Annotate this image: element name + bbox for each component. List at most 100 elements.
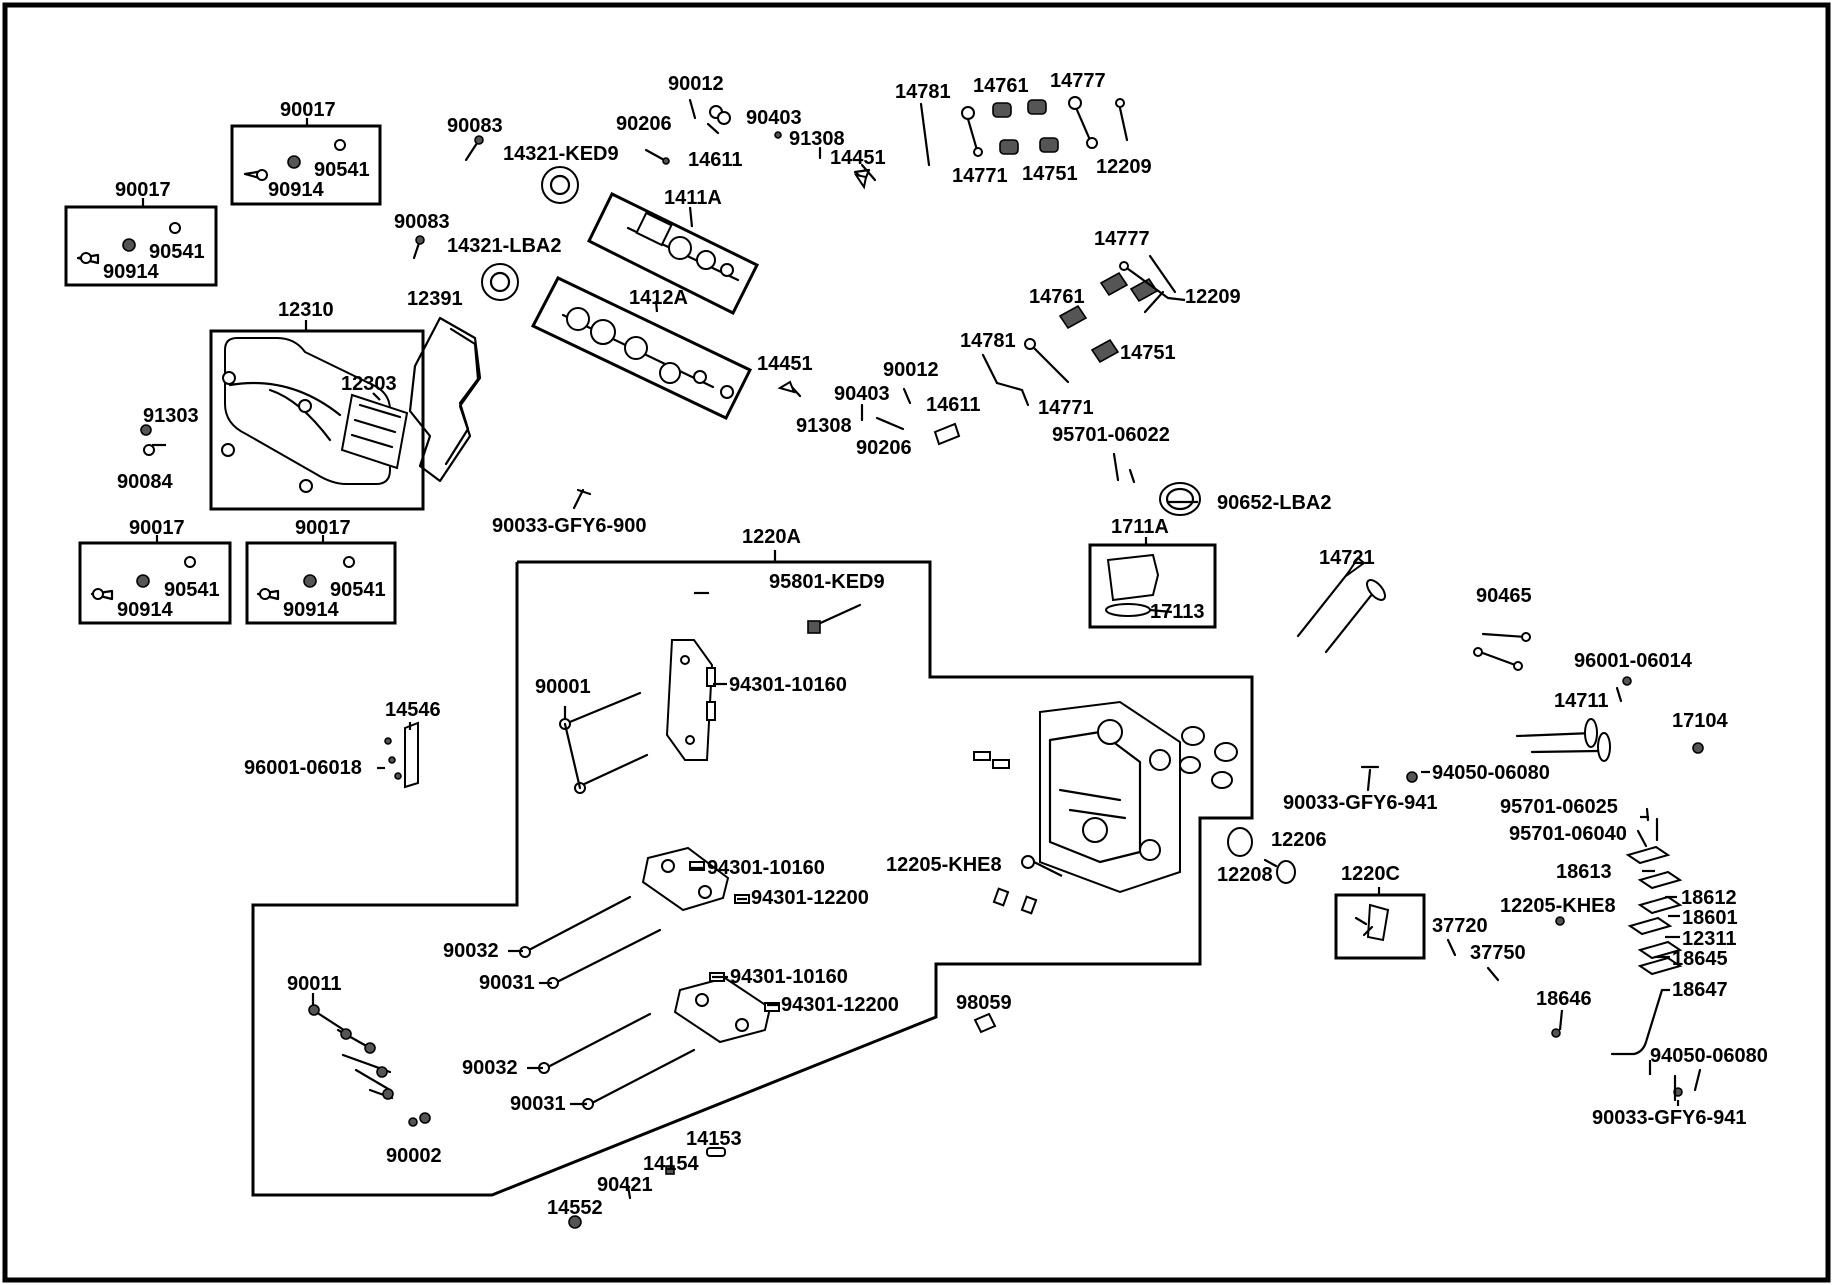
label-90914-b: 90914: [103, 261, 159, 283]
label-90083-b: 90083: [394, 211, 450, 233]
label-90011: 90011: [287, 973, 342, 995]
label-95701-06022: 95701-06022: [1052, 424, 1170, 446]
label-12205-khe8-a: 12205-KHE8: [886, 854, 1002, 876]
label-1220c: 1220C: [1341, 863, 1400, 885]
label-90914-a: 90914: [268, 179, 324, 201]
label-14321-lba2: 14321-LBA2: [447, 235, 562, 257]
label-95701-06040: 95701-06040: [1509, 823, 1627, 845]
label-94301-12200-a: 94301-12200: [751, 887, 869, 909]
label-90017-c: 90017: [129, 517, 185, 539]
label-90033-gfy6-941-b: 90033-GFY6-941: [1592, 1107, 1747, 1129]
kit-box-90017-c: [78, 535, 232, 625]
label-12209-a: 12209: [1096, 156, 1152, 178]
label-14751-a: 14751: [1022, 163, 1078, 185]
label-90541-a: 90541: [314, 159, 370, 181]
label-1711a: 1711A: [1111, 516, 1169, 538]
kit-box-90017-d: [245, 535, 397, 625]
label-90012-b: 90012: [883, 359, 939, 381]
label-37720: 37720: [1432, 915, 1488, 937]
label-90084: 90084: [117, 471, 173, 493]
label-17113: 17113: [1150, 601, 1205, 623]
label-96001-06018: 96001-06018: [244, 757, 362, 779]
label-12209-b: 12209: [1185, 286, 1241, 308]
label-14153: 14153: [686, 1128, 742, 1150]
label-94050-06080-a: 94050-06080: [1432, 762, 1550, 784]
label-18601: 18601: [1682, 907, 1738, 929]
label-14781-b: 14781: [960, 330, 1016, 352]
camshaft-box-1412a: [530, 276, 753, 420]
label-14777-a: 14777: [1050, 70, 1106, 92]
label-12310: 12310: [278, 299, 334, 321]
label-17104: 17104: [1672, 710, 1728, 732]
label-90403-b: 90403: [834, 383, 890, 405]
label-1411a: 1411A: [664, 187, 722, 209]
label-90541-b: 90541: [149, 241, 205, 263]
label-94301-10160-c: 94301-10160: [730, 966, 848, 988]
camshaft-box-1411a: [586, 191, 760, 316]
label-14546: 14546: [385, 699, 441, 721]
label-14751-b: 14751: [1120, 342, 1176, 364]
cylinder-head-assembly-outline: [251, 550, 1254, 1197]
label-18647: 18647: [1672, 979, 1728, 1001]
label-90002: 90002: [386, 1145, 442, 1167]
label-91303: 91303: [143, 405, 199, 427]
label-14451-a: 14451: [830, 147, 886, 169]
leader-lines: [152, 296, 1680, 1106]
label-1220a: 1220A: [742, 526, 801, 548]
label-14451-b: 14451: [757, 353, 813, 375]
label-94050-06080-b: 94050-06080: [1650, 1045, 1768, 1067]
label-12206: 12206: [1271, 829, 1327, 851]
cylinder-head-cover-box: [209, 320, 425, 511]
label-90465: 90465: [1476, 585, 1532, 607]
label-95701-06025: 95701-06025: [1500, 796, 1618, 818]
label-18646: 18646: [1536, 988, 1592, 1010]
label-90083-a: 90083: [447, 115, 503, 137]
label-90914-d: 90914: [283, 599, 339, 621]
label-12205-khe8-b: 12205-KHE8: [1500, 895, 1616, 917]
label-90914-c: 90914: [117, 599, 173, 621]
label-14771-b: 14771: [1038, 397, 1094, 419]
label-94301-10160-a: 94301-10160: [729, 674, 847, 696]
label-14761-a: 14761: [973, 75, 1029, 97]
label-90206-b: 90206: [856, 437, 912, 459]
kit-box-90017-b: [64, 198, 218, 287]
label-90032-b: 90032: [462, 1057, 518, 1079]
label-90001: 90001: [535, 676, 591, 698]
label-90652-lba2: 90652-LBA2: [1217, 492, 1332, 514]
label-14321-ked9: 14321-KED9: [503, 143, 619, 165]
label-91308-a: 91308: [789, 128, 845, 150]
label-90421: 90421: [597, 1174, 653, 1196]
label-90033-gfy6-941-a: 90033-GFY6-941: [1283, 792, 1438, 814]
label-90033-gfy6-900: 90033-GFY6-900: [492, 515, 647, 537]
label-1412a: 1412A: [629, 287, 688, 309]
label-14611-a: 14611: [688, 149, 743, 171]
label-12208: 12208: [1217, 864, 1273, 886]
kit-box-90017-a: [230, 118, 382, 206]
label-14781-a: 14781: [895, 81, 951, 103]
label-90012-a: 90012: [668, 73, 724, 95]
label-91308-b: 91308: [796, 415, 852, 437]
label-14711: 14711: [1554, 690, 1609, 712]
label-12311: 12311: [1682, 928, 1737, 950]
intake-manifold-box-1711a: [1088, 537, 1217, 629]
label-14761-b: 14761: [1029, 286, 1085, 308]
label-14611-b: 14611: [926, 394, 981, 416]
label-95801-ked9: 95801-KED9: [769, 571, 885, 593]
label-37750: 37750: [1470, 942, 1526, 964]
label-90541-c: 90541: [164, 579, 220, 601]
label-14777-b: 14777: [1094, 228, 1150, 250]
label-18612: 18612: [1681, 887, 1737, 909]
label-12391: 12391: [407, 288, 463, 310]
label-90017-d: 90017: [295, 517, 351, 539]
kit-box-1220c: [1334, 887, 1426, 960]
label-90403-a: 90403: [746, 107, 802, 129]
label-18613: 18613: [1556, 861, 1612, 883]
label-90206-a: 90206: [616, 113, 672, 135]
label-14154: 14154: [643, 1153, 699, 1175]
label-90017-a: 90017: [280, 99, 336, 121]
label-94301-10160-b: 94301-10160: [707, 857, 825, 879]
label-90031-a: 90031: [479, 972, 535, 994]
label-90017-b: 90017: [115, 179, 171, 201]
